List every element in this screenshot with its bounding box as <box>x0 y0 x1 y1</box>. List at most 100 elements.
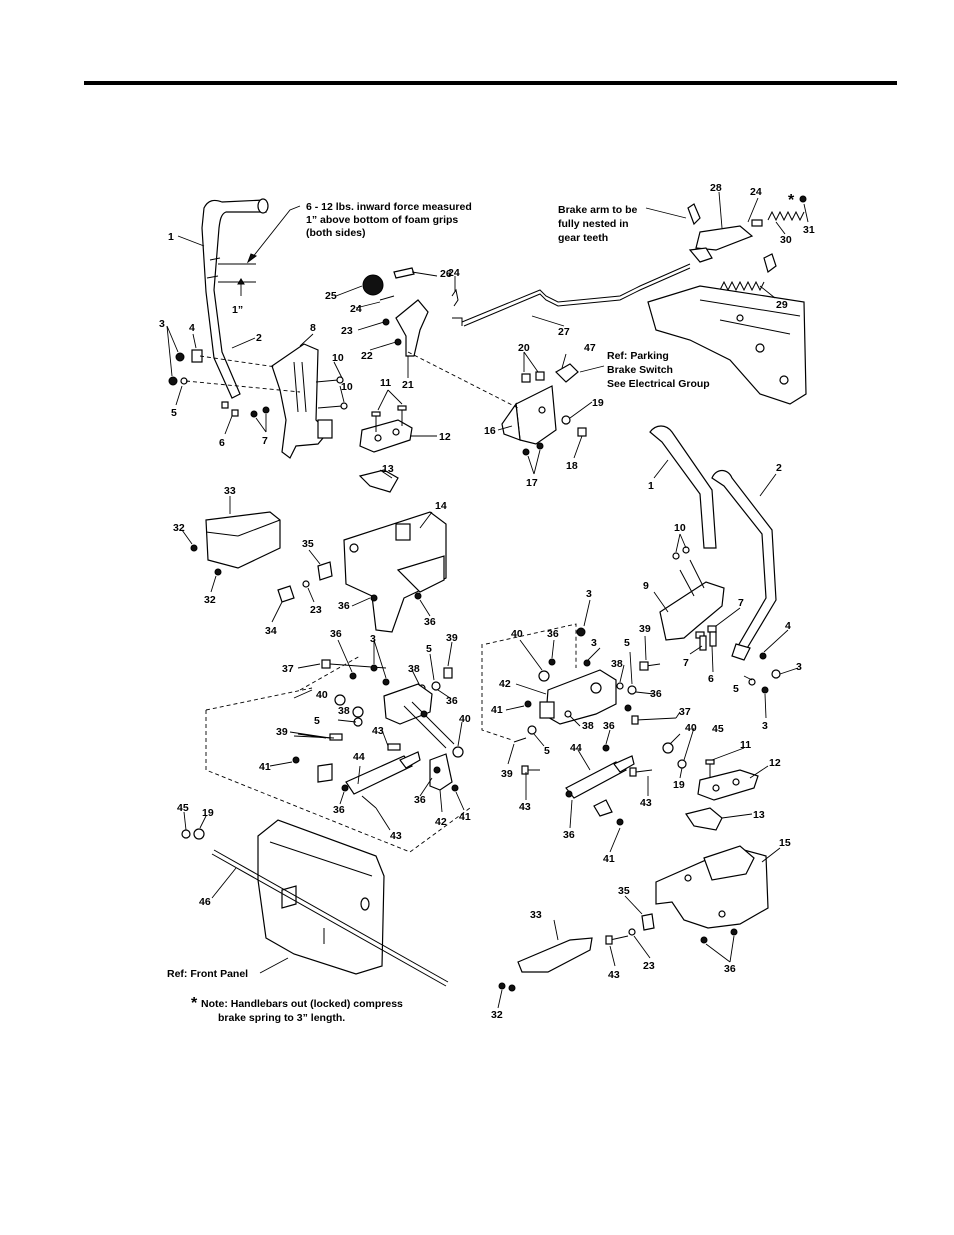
washers-45-19-left <box>181 828 205 840</box>
callout-11-lower: 11 <box>740 739 751 751</box>
callout-36-e: 36 <box>333 804 345 816</box>
callout-3-left-mid: 3 <box>370 633 376 645</box>
brake-note-line1: Brake arm to be <box>558 204 638 216</box>
callout-14: 14 <box>435 500 447 512</box>
callout-36-g: 36 <box>547 628 559 640</box>
callout-46: 46 <box>199 896 211 908</box>
callout-35-upper: 35 <box>302 538 314 550</box>
callout-12-lower: 12 <box>769 757 781 769</box>
callout-10-left-b: 10 <box>341 381 353 393</box>
hardware-upper-left <box>168 349 348 418</box>
callout-28: 28 <box>710 182 722 194</box>
callout-36-a: 36 <box>338 600 350 612</box>
callout-41-left-a: 41 <box>259 761 271 773</box>
callout-43-lower: 43 <box>608 969 620 981</box>
cover-33-lower <box>517 937 593 973</box>
callout-10-right: 10 <box>674 522 686 534</box>
force-note-line1: 6 - 12 lbs. inward force measured <box>306 201 472 213</box>
callout-5-right-c: 5 <box>544 745 550 757</box>
callout-24-b: 24 <box>448 267 460 279</box>
callout-18: 18 <box>566 460 578 472</box>
callout-19-upper: 19 <box>592 397 604 409</box>
parking-note-line1: Ref: Parking <box>607 350 669 362</box>
callout-36-i: 36 <box>603 720 615 732</box>
callout-39-left-a: 39 <box>446 632 458 644</box>
rod-46 <box>211 849 449 987</box>
callout-5-left-mid-b: 5 <box>314 715 320 727</box>
callout-25: 25 <box>325 290 337 302</box>
callout-19-left: 19 <box>202 807 214 819</box>
callout-2-right: 2 <box>776 462 782 474</box>
one-inch-label: 1” <box>232 304 243 316</box>
callout-44-left: 44 <box>353 751 365 763</box>
callout-26: 26 <box>440 268 452 280</box>
parking-note-line2: Brake Switch <box>607 364 673 376</box>
callout-23-mid: 23 <box>310 604 322 616</box>
callout-40-left-a: 40 <box>316 689 328 701</box>
callout-11-upper: 11 <box>380 377 391 389</box>
callout-34: 34 <box>265 625 277 637</box>
callout-4-right: 4 <box>785 620 791 632</box>
handlebar-right-2 <box>711 469 777 661</box>
frame-reference <box>647 285 807 405</box>
callout-42-right: 42 <box>499 678 511 690</box>
callout-32-a: 32 <box>173 522 185 534</box>
callout-35-lower: 35 <box>618 885 630 897</box>
callout-20: 20 <box>518 342 530 354</box>
spring-29 <box>719 253 777 292</box>
force-note-line3: (both sides) <box>306 227 366 239</box>
callout-23-upper: 23 <box>341 325 353 337</box>
spring-30 <box>751 195 807 227</box>
callout-38-left-b: 38 <box>338 705 350 717</box>
switch-bracket-16 <box>501 363 587 456</box>
callout-36-k: 36 <box>724 963 736 975</box>
asterisk-mark: * <box>788 192 795 209</box>
callout-24-c: 24 <box>750 186 762 198</box>
front-panel <box>257 819 385 975</box>
callout-2-left: 2 <box>256 332 262 344</box>
callout-47: 47 <box>584 342 596 354</box>
callout-23-lower: 23 <box>643 960 655 972</box>
callout-22: 22 <box>361 350 373 362</box>
callout-5-right-b: 5 <box>733 683 739 695</box>
callout-24-a: 24 <box>350 303 362 315</box>
hardware-left-mid <box>190 544 422 603</box>
callout-5-left: 5 <box>171 407 177 419</box>
callout-9: 9 <box>643 580 649 592</box>
callout-33-upper: 33 <box>224 485 236 497</box>
callout-3-right-b: 3 <box>762 720 768 732</box>
hardware-right-mid <box>748 652 781 694</box>
callout-40-right-a: 40 <box>511 628 523 640</box>
callout-19-right: 19 <box>673 779 685 791</box>
callout-45-right: 45 <box>712 723 724 735</box>
callout-numbers: 1 2 3 4 5 6 7 8 10 10 11 12 13 14 16 17 … <box>159 182 815 1021</box>
callout-27: 27 <box>558 326 570 338</box>
callout-16: 16 <box>484 425 496 437</box>
note-asterisk: * <box>191 995 198 1012</box>
callout-30: 30 <box>780 234 792 246</box>
callout-4-left: 4 <box>189 322 195 334</box>
callout-36-f: 36 <box>414 794 426 806</box>
callout-39-right: 39 <box>639 623 651 635</box>
callout-43-left-a: 43 <box>372 725 384 737</box>
brake-rod-27 <box>461 263 691 327</box>
callout-12-upper: 12 <box>439 431 451 443</box>
parking-note-line3: See Electrical Group <box>607 378 710 390</box>
callout-13-upper: 13 <box>382 463 394 475</box>
callout-42-left: 42 <box>435 816 447 828</box>
handlebar-upper-left <box>201 198 269 399</box>
callout-32-c: 32 <box>491 1009 503 1021</box>
callout-36-j: 36 <box>563 829 575 841</box>
control-bracket-8 <box>271 343 333 459</box>
callout-37-right: 37 <box>679 706 691 718</box>
callout-15: 15 <box>779 837 791 849</box>
callout-1-right: 1 <box>648 480 654 492</box>
callout-36-c: 36 <box>330 628 342 640</box>
pivot-assembly-right <box>481 623 687 777</box>
callout-39-right-b: 39 <box>501 768 513 780</box>
callout-43-right-b: 43 <box>640 797 652 809</box>
callout-38-right-a: 38 <box>611 658 623 670</box>
callout-32-b: 32 <box>204 594 216 606</box>
hardware-lower-right <box>498 913 738 992</box>
